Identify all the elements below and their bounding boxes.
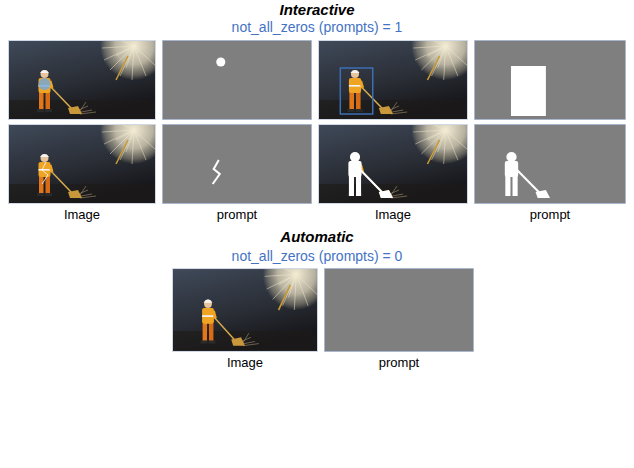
mask-prompt — [474, 124, 626, 204]
column-caption: Image — [375, 207, 411, 223]
column-caption: prompt — [217, 207, 257, 223]
condition-text: not_all_zeros (prompts) = 1 — [232, 19, 403, 36]
column-caption: prompt — [379, 355, 419, 371]
empty-prompt — [324, 268, 474, 352]
column-caption: Image — [227, 355, 263, 371]
photo-panel — [318, 96, 480, 204]
photo-panel — [8, 96, 168, 204]
box-prompt — [474, 40, 626, 120]
section-heading: Interactive — [279, 1, 354, 19]
condition-text: not_all_zeros (prompts) = 0 — [232, 248, 403, 265]
column-caption: prompt — [530, 207, 570, 223]
photo-panel — [8, 12, 168, 120]
point-prompt — [162, 40, 312, 120]
column-caption: Image — [64, 207, 100, 223]
scribble-prompt — [162, 124, 312, 204]
section-heading: Automatic — [280, 228, 353, 246]
